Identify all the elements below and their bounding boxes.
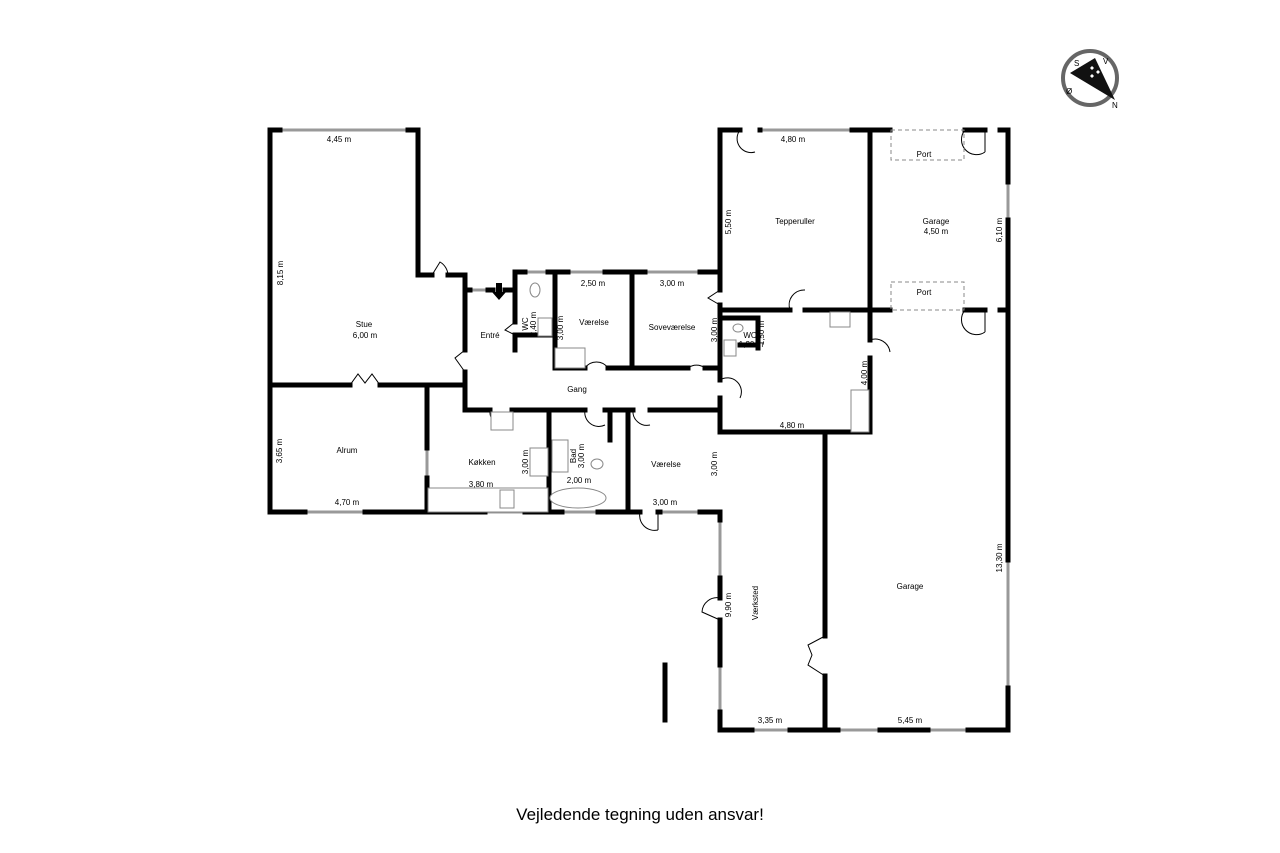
dimension: 5,50 m xyxy=(724,209,733,234)
dimension: 4,80 m xyxy=(781,135,806,144)
room-tepperuller: Tepperuller xyxy=(775,217,815,226)
port-label: Port xyxy=(917,150,932,159)
dimension: 13,30 m xyxy=(995,543,1004,572)
dimension: 3,00 m xyxy=(710,317,719,342)
dimension: 3,00 m xyxy=(710,451,719,476)
windows xyxy=(268,128,1010,732)
dimension: 3,00 m xyxy=(521,449,530,474)
walls xyxy=(267,127,1011,733)
disclaimer-caption: Vejledende tegning uden ansvar! xyxy=(516,805,764,824)
room-garage: Garage xyxy=(897,582,924,591)
compass-letter: V xyxy=(1103,57,1109,66)
room-gang: Gang xyxy=(567,385,587,394)
room-wc-size: 1,30 m xyxy=(739,340,764,349)
dimension: 3,00 m xyxy=(660,279,685,288)
dimension: 3,35 m xyxy=(758,716,783,725)
room-wc: WC xyxy=(521,317,530,331)
dimension: 4,70 m xyxy=(335,498,360,507)
dimension: 3,00 m xyxy=(556,315,565,340)
room-vaerksted: Værksted xyxy=(751,586,760,620)
dimension-labels: 4,45 m 8,15 m 3,65 m 4,70 m 3,00 m 3,80 … xyxy=(275,135,1004,725)
dimension: 3,00 m xyxy=(653,498,678,507)
room-labels: Stue 6,00 m Alrum Entré WC 2,40 m Værels… xyxy=(337,150,950,620)
compass-letter: S xyxy=(1074,59,1079,68)
room-garage: Garage xyxy=(923,217,950,226)
room-bad: Bad xyxy=(569,449,578,463)
compass-icon: S V N Ø xyxy=(1061,49,1119,110)
dimension: 3,80 m xyxy=(469,480,494,489)
dimension: 4,45 m xyxy=(327,135,352,144)
room-stue: Stue xyxy=(356,320,373,329)
dimension: 3,65 m xyxy=(275,438,284,463)
room-stue-size: 6,00 m xyxy=(353,331,378,340)
port-label: Port xyxy=(917,288,932,297)
room-entre: Entré xyxy=(480,331,500,340)
dimension: 4,80 m xyxy=(780,421,805,430)
dimension: 8,15 m xyxy=(276,260,285,285)
dimension: 1,50 m xyxy=(757,320,766,345)
room-wc: WC xyxy=(743,331,757,340)
dimension: 2,50 m xyxy=(581,279,606,288)
dimension: 9,90 m xyxy=(724,592,733,617)
dimension: 4,00 m xyxy=(860,360,869,385)
compass-letter: Ø xyxy=(1066,87,1072,96)
compass-letter: N xyxy=(1112,101,1118,110)
room-vaerelse: Værelse xyxy=(579,318,609,327)
room-koekken: Køkken xyxy=(468,458,495,467)
room-sovevaerelse: Soveværelse xyxy=(649,323,696,332)
dimension: 5,45 m xyxy=(898,716,923,725)
room-vaerelse: Værelse xyxy=(651,460,681,469)
entrance-arrow-icon xyxy=(492,283,506,300)
fixtures xyxy=(427,282,870,513)
dimension: 2,00 m xyxy=(567,476,592,485)
room-bad-size: 3,00 m xyxy=(577,443,586,468)
room-alrum: Alrum xyxy=(337,446,358,455)
room-wc-size: 2,40 m xyxy=(529,311,538,336)
dimension: 6,10 m xyxy=(995,217,1004,242)
room-garage-size: 4,50 m xyxy=(924,227,949,236)
doors xyxy=(349,129,986,677)
